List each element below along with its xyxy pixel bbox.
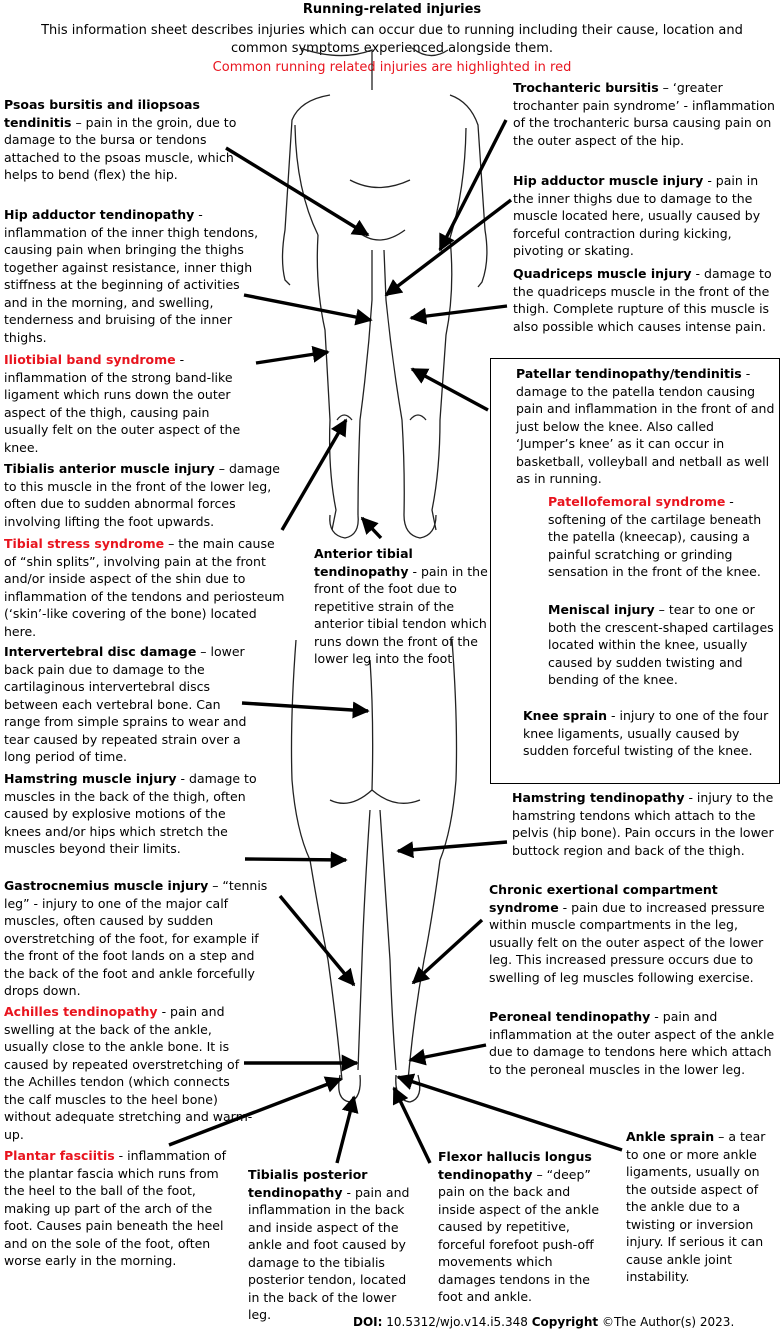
injury-desc: – ‘greater trochanter pain syndrome’ - i… (513, 80, 775, 148)
injury-name: Meniscal injury (548, 602, 655, 617)
injury-psoas: Psoas bursitis and iliopsoas tendinitis … (4, 96, 240, 184)
injury-hamstring-muscle: Hamstring muscle injury - damage to musc… (4, 770, 262, 858)
injury-desc: - damage to the quadriceps muscle in the… (513, 266, 772, 334)
footer-citation: DOI: 10.5312/wjo.v14.i5.348 Copyright ©T… (353, 1314, 783, 1330)
injury-desc: - pain in the inner thighs due to damage… (513, 173, 761, 258)
injury-desc: – damage to this muscle in the front of … (4, 461, 281, 529)
injury-hip-adductor-muscle: Hip adductor muscle injury - pain in the… (513, 172, 775, 260)
injury-desc: - injury to the hamstring tendons which … (512, 790, 774, 858)
copyright-value: ©The Author(s) 2023. (601, 1315, 735, 1329)
injury-desc: - damage to the patella tendon causing p… (516, 366, 775, 486)
injury-intervertebral-disc: Intervertebral disc damage – lower back … (4, 643, 260, 766)
injury-desc: - injury to one of the four knee ligamen… (523, 708, 769, 758)
injury-name: Iliotibial band syndrome (4, 352, 176, 367)
back-body-figure (290, 639, 458, 1103)
injury-name: Gastrocnemius muscle injury (4, 878, 209, 893)
knee-injuries-box (490, 358, 780, 784)
injury-tibial-stress: Tibial stress syndrome – the main cause … (4, 535, 286, 640)
injury-trochanteric-bursitis: Trochanteric bursitis – ‘greater trochan… (513, 79, 775, 149)
injury-name: Tibial stress syndrome (4, 536, 165, 551)
injury-name: Tibialis anterior muscle injury (4, 461, 215, 476)
injury-desc: - inflammation of the strong band-like l… (4, 352, 241, 455)
injury-name: Quadriceps muscle injury (513, 266, 692, 281)
injury-desc: – lower back pain due to damage to the c… (4, 644, 247, 764)
injury-name: Knee sprain (523, 708, 608, 723)
injury-iliotibial-band: Iliotibial band syndrome - inflammation … (4, 351, 254, 456)
injury-name: Anterior tibial tendinopathy (314, 546, 413, 579)
injury-name: Flexor hallucis longus tendinopathy (438, 1149, 592, 1182)
injury-name: Plantar fasciitis (4, 1148, 115, 1163)
doi-value: 10.5312/wjo.v14.i5.348 (386, 1315, 528, 1329)
injury-achilles: Achilles tendinopathy - pain and swellin… (4, 1003, 254, 1143)
injury-desc: - softening of the cartilage beneath the… (548, 494, 762, 579)
injury-desc: - inflammation of the plantar fascia whi… (4, 1148, 227, 1268)
injury-name: Psoas bursitis and iliopsoas tendinitis (4, 97, 200, 130)
injury-desc: – pain in the groin, due to damage to th… (4, 114, 237, 183)
injury-name: Achilles tendinopathy (4, 1004, 158, 1019)
copyright-label: Copyright (531, 1315, 599, 1329)
injury-desc: - pain due to increased pressure within … (489, 899, 765, 985)
injury-desc: - inflammation of the inner thigh tendon… (4, 207, 259, 345)
injury-flexor-hallucis: Flexor hallucis longus tendinopathy – “d… (438, 1148, 608, 1306)
injury-name: Hamstring tendinopathy (512, 790, 685, 805)
page-description: This information sheet describes injurie… (41, 23, 743, 56)
doi-label: DOI: (353, 1315, 383, 1329)
injury-tibialis-posterior: Tibialis posterior tendinopathy - pain a… (248, 1166, 418, 1324)
injury-desc: - damage to muscles in the back of the t… (4, 771, 257, 856)
injury-desc: – the main cause of “shin splits”, invol… (4, 536, 285, 639)
injury-anterior-tibial: Anterior tibial tendinopathy - pain in t… (314, 545, 506, 668)
injury-patellar-tendinopathy: Patellar tendinopathy/tendinitis - damag… (516, 365, 776, 488)
injury-ankle-sprain: Ankle sprain – a tear to one or more ank… (626, 1128, 776, 1286)
injury-name: Chronic exertional compartment syndrome (489, 882, 718, 915)
injury-desc: - pain in the front of the foot due to r… (314, 563, 488, 667)
injury-tibialis-anterior: Tibialis anterior muscle injury – damage… (4, 460, 280, 530)
injury-name: Hamstring muscle injury (4, 771, 177, 786)
injury-name: Patellar tendinopathy/tendinitis (516, 366, 742, 381)
injury-knee-sprain: Knee sprain - injury to one of the four … (523, 707, 775, 760)
injury-desc: – a tear to one or more ankle ligaments,… (626, 1129, 766, 1284)
injury-name: Peroneal tendinopathy (489, 1009, 651, 1024)
injury-desc: - pain and swelling at the back of the a… (4, 1004, 253, 1142)
injury-compartment-syndrome: Chronic exertional compartment syndrome … (489, 881, 777, 986)
injury-name: Ankle sprain (626, 1129, 715, 1144)
injury-name: Tibialis posterior tendinopathy (248, 1167, 368, 1200)
injury-patellofemoral: Patellofemoral syndrome - softening of t… (548, 493, 778, 581)
injury-name: Intervertebral disc damage (4, 644, 197, 659)
injury-name: Trochanteric bursitis (513, 80, 659, 95)
injury-desc: – “deep” pain on the back and inside asp… (438, 1166, 600, 1305)
injury-gastrocnemius: Gastrocnemius muscle injury – “tennis le… (4, 877, 274, 1000)
injury-desc: – “tennis leg” - injury to one of the ma… (4, 878, 268, 998)
injury-name: Patellofemoral syndrome (548, 494, 726, 509)
injury-plantar-fasciitis: Plantar fasciitis - inflammation of the … (4, 1147, 234, 1270)
front-body-figure (281, 47, 488, 539)
injury-peroneal: Peroneal tendinopathy - pain and inflamm… (489, 1008, 777, 1078)
pointer-arrows (168, 119, 623, 1164)
injury-meniscal: Meniscal injury – tear to one or both th… (548, 601, 778, 689)
highlight-note: Common running related injuries are high… (212, 60, 572, 75)
injury-name: Hip adductor tendinopathy (4, 207, 195, 222)
injury-desc: - pain and inflammation at the outer asp… (489, 1009, 775, 1077)
injury-quadriceps: Quadriceps muscle injury - damage to the… (513, 265, 775, 335)
injury-desc: - pain and inflammation in the back and … (248, 1184, 410, 1323)
injury-hamstring-tendinopathy: Hamstring tendinopathy - injury to the h… (512, 789, 778, 859)
injury-name: Hip adductor muscle injury (513, 173, 704, 188)
injury-hip-adductor-tendinopathy: Hip adductor tendinopathy - inflammation… (4, 206, 260, 346)
injury-desc: – tear to one or both the crescent-shape… (548, 602, 774, 687)
page-title: Running-related injuries (302, 2, 482, 17)
